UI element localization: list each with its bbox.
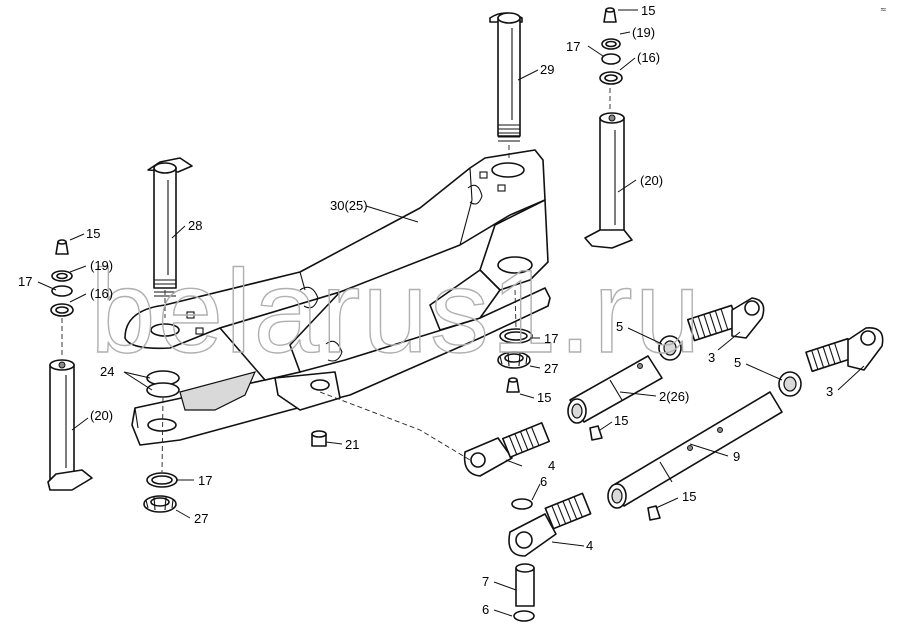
watermark-text: belarus1.ru [90,246,702,378]
lock-nut-5-b [778,371,802,397]
callout-7: 7 [482,574,489,589]
leader-lines [37,9,865,617]
washer-17-mid [499,328,533,344]
pin-28 [147,157,193,297]
callout-5-b: 5 [734,355,741,370]
assembly-lines [61,88,611,473]
callout-29: 29 [540,62,554,77]
corner-mark: ≈ [880,5,887,14]
callout-15-top: 15 [641,3,655,18]
seal-rings-top [599,38,623,85]
callout-17-low: 17 [198,473,212,488]
callout-24: 24 [100,364,114,379]
callout-4-b: 4 [586,538,593,553]
turnbuckle-tube-9 [607,391,783,509]
bushing-21 [311,430,327,447]
seal-rings-left [50,270,74,317]
rod-end-4-b [508,492,592,557]
lock-nut-5-a [658,335,682,361]
drawbar-frame [124,149,551,446]
rod-end-4-a [463,422,551,477]
grease-fitting-tube-2 [589,425,603,441]
rod-end-3-a [686,297,765,342]
callout-27-low: 27 [194,511,208,526]
callout-4-a: 4 [548,458,555,473]
callout-27-mid: 27 [544,361,558,376]
turnbuckle-tube-2 [567,355,663,424]
callout-19-left: (19) [90,258,113,273]
callout-labels: 15 (19) 17 (16) 29 (20) 30(25) 28 15 17 … [18,3,833,617]
ring-6-b [513,610,535,622]
callout-6-b: 6 [482,602,489,617]
callout-17-top: 17 [566,39,580,54]
callout-2-26: 2(26) [659,389,689,404]
callout-21: 21 [345,437,359,452]
callout-15-low: 15 [682,489,696,504]
grease-fitting-top [603,7,617,23]
callout-15-mid: 15 [537,390,551,405]
callout-19-top: (19) [632,25,655,40]
spacers-24 [146,370,180,398]
callout-16-left: (16) [90,286,113,301]
callout-28: 28 [188,218,202,233]
washer-17-low [146,472,178,488]
callout-3-a: 3 [708,350,715,365]
callout-15-left: 15 [86,226,100,241]
callout-17-mid: 17 [544,331,558,346]
castle-nut-27-low [143,495,177,513]
callout-5-a: 5 [616,319,623,334]
grease-fitting-mid [506,377,520,393]
callout-20-left: (20) [90,408,113,423]
pin-20-right [584,112,633,249]
castle-nut-27-mid [497,351,531,369]
pin-20-left [47,359,93,491]
callout-17-left: 17 [18,274,32,289]
grease-fitting-tube-9 [647,505,661,521]
rod-end-3-b [805,327,884,373]
callout-3-b: 3 [826,384,833,399]
pin-29 [489,12,523,142]
callout-6-a: 6 [540,474,547,489]
callout-15-tube: 15 [614,413,628,428]
grease-fitting-left [55,239,69,255]
callout-20-right: (20) [640,173,663,188]
pin-7 [515,563,535,607]
callout-16-top: (16) [637,50,660,65]
callout-9: 9 [733,449,740,464]
callout-30-25: 30(25) [330,198,368,213]
ring-6-a [511,498,533,510]
